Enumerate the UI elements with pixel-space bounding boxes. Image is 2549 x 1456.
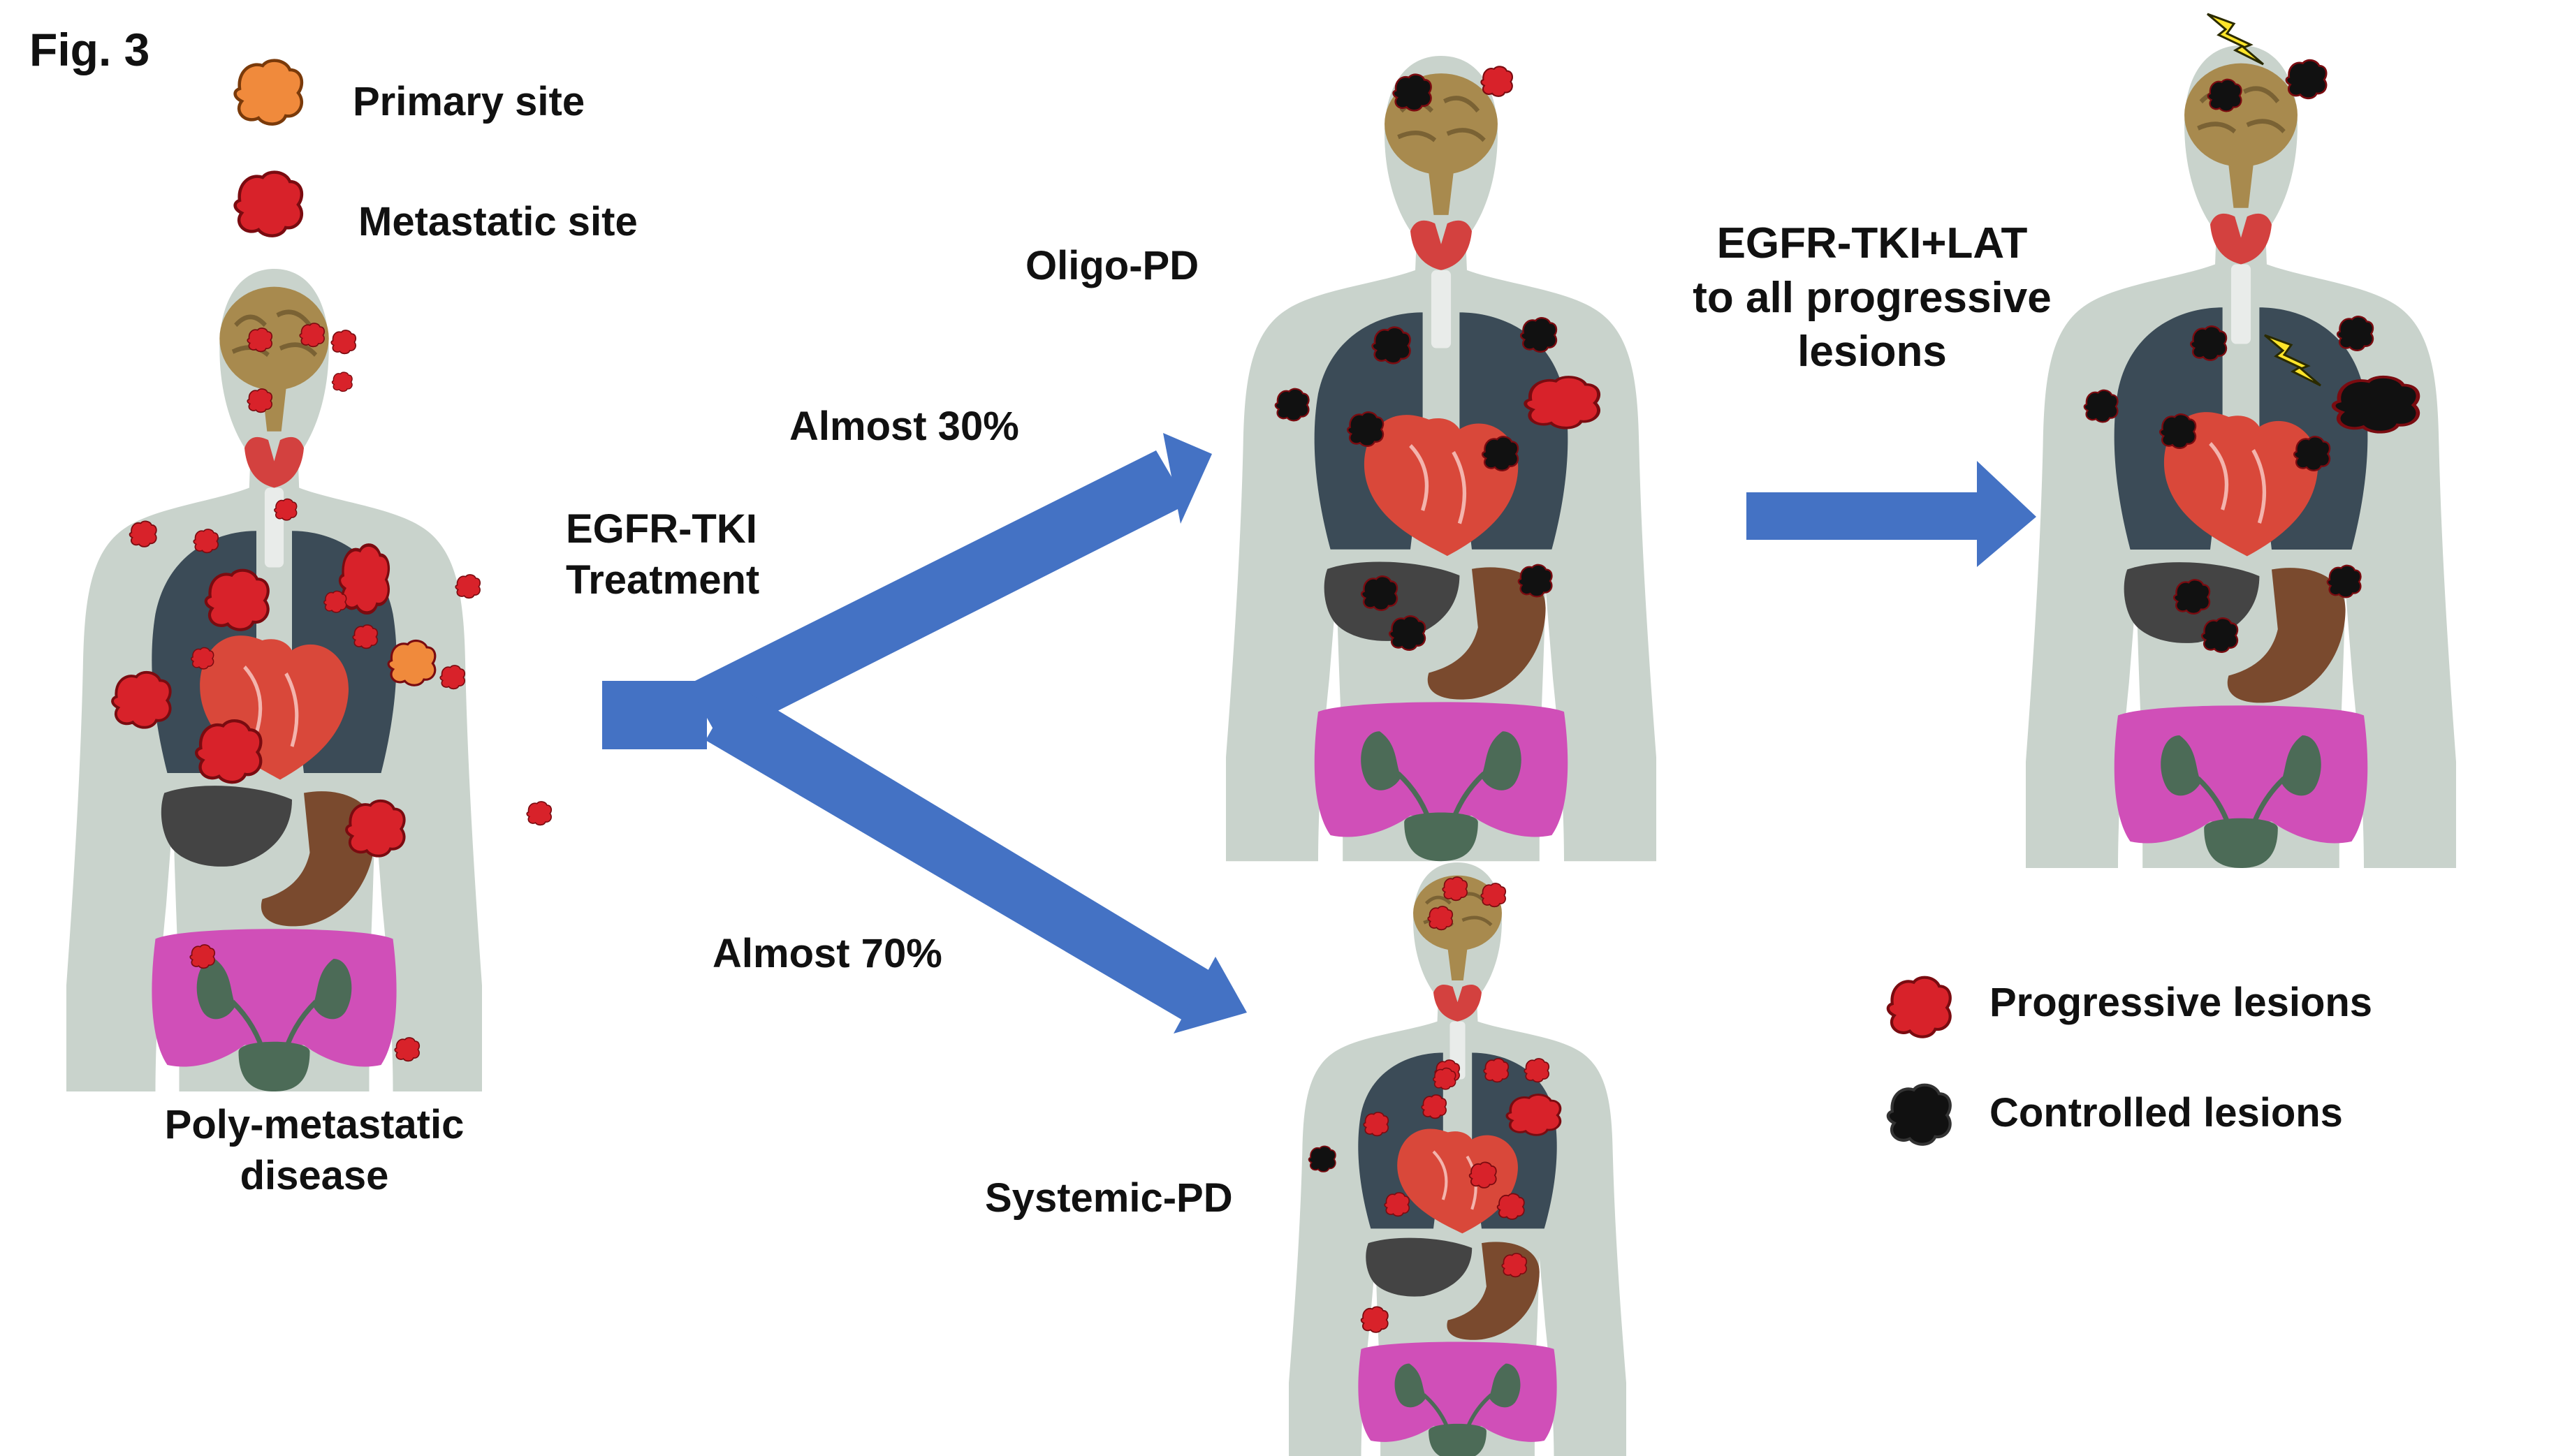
legend-controlled-label: Controlled lesions: [1989, 1090, 2343, 1135]
legend-controlled-icon: [1888, 1085, 1950, 1145]
body-after-lat: [2026, 45, 2456, 868]
body-systemic-pd: [1289, 862, 1626, 1456]
legend-progressive-icon: [1888, 978, 1950, 1037]
systemic-pd-label: Systemic-PD: [985, 1175, 1233, 1221]
lat-treatment-label: EGFR-TKI+LAT to all progressive lesions: [1693, 219, 2052, 376]
figure-label: Fig. 3: [29, 24, 150, 75]
legend-primary-site-label: Primary site: [353, 79, 585, 124]
arrow-fork: [602, 433, 1247, 1034]
treatment-label: EGFR-TKI Treatment: [566, 506, 760, 603]
poly-metastatic-label: Poly-metastatic disease: [164, 1102, 465, 1198]
oligo-pd-label: Oligo-PD: [1025, 243, 1199, 288]
legend-progressive-label: Progressive lesions: [1989, 980, 2373, 1025]
legend-metastatic-site-icon: [235, 172, 302, 236]
arrow-right: [1746, 461, 2036, 567]
almost-30-label: Almost 30%: [789, 404, 1019, 449]
legend-primary-site-icon: [235, 61, 302, 124]
almost-70-label: Almost 70%: [713, 931, 942, 976]
body-oligo-pd: [1226, 56, 1656, 861]
legend-metastatic-site-label: Metastatic site: [358, 199, 638, 244]
